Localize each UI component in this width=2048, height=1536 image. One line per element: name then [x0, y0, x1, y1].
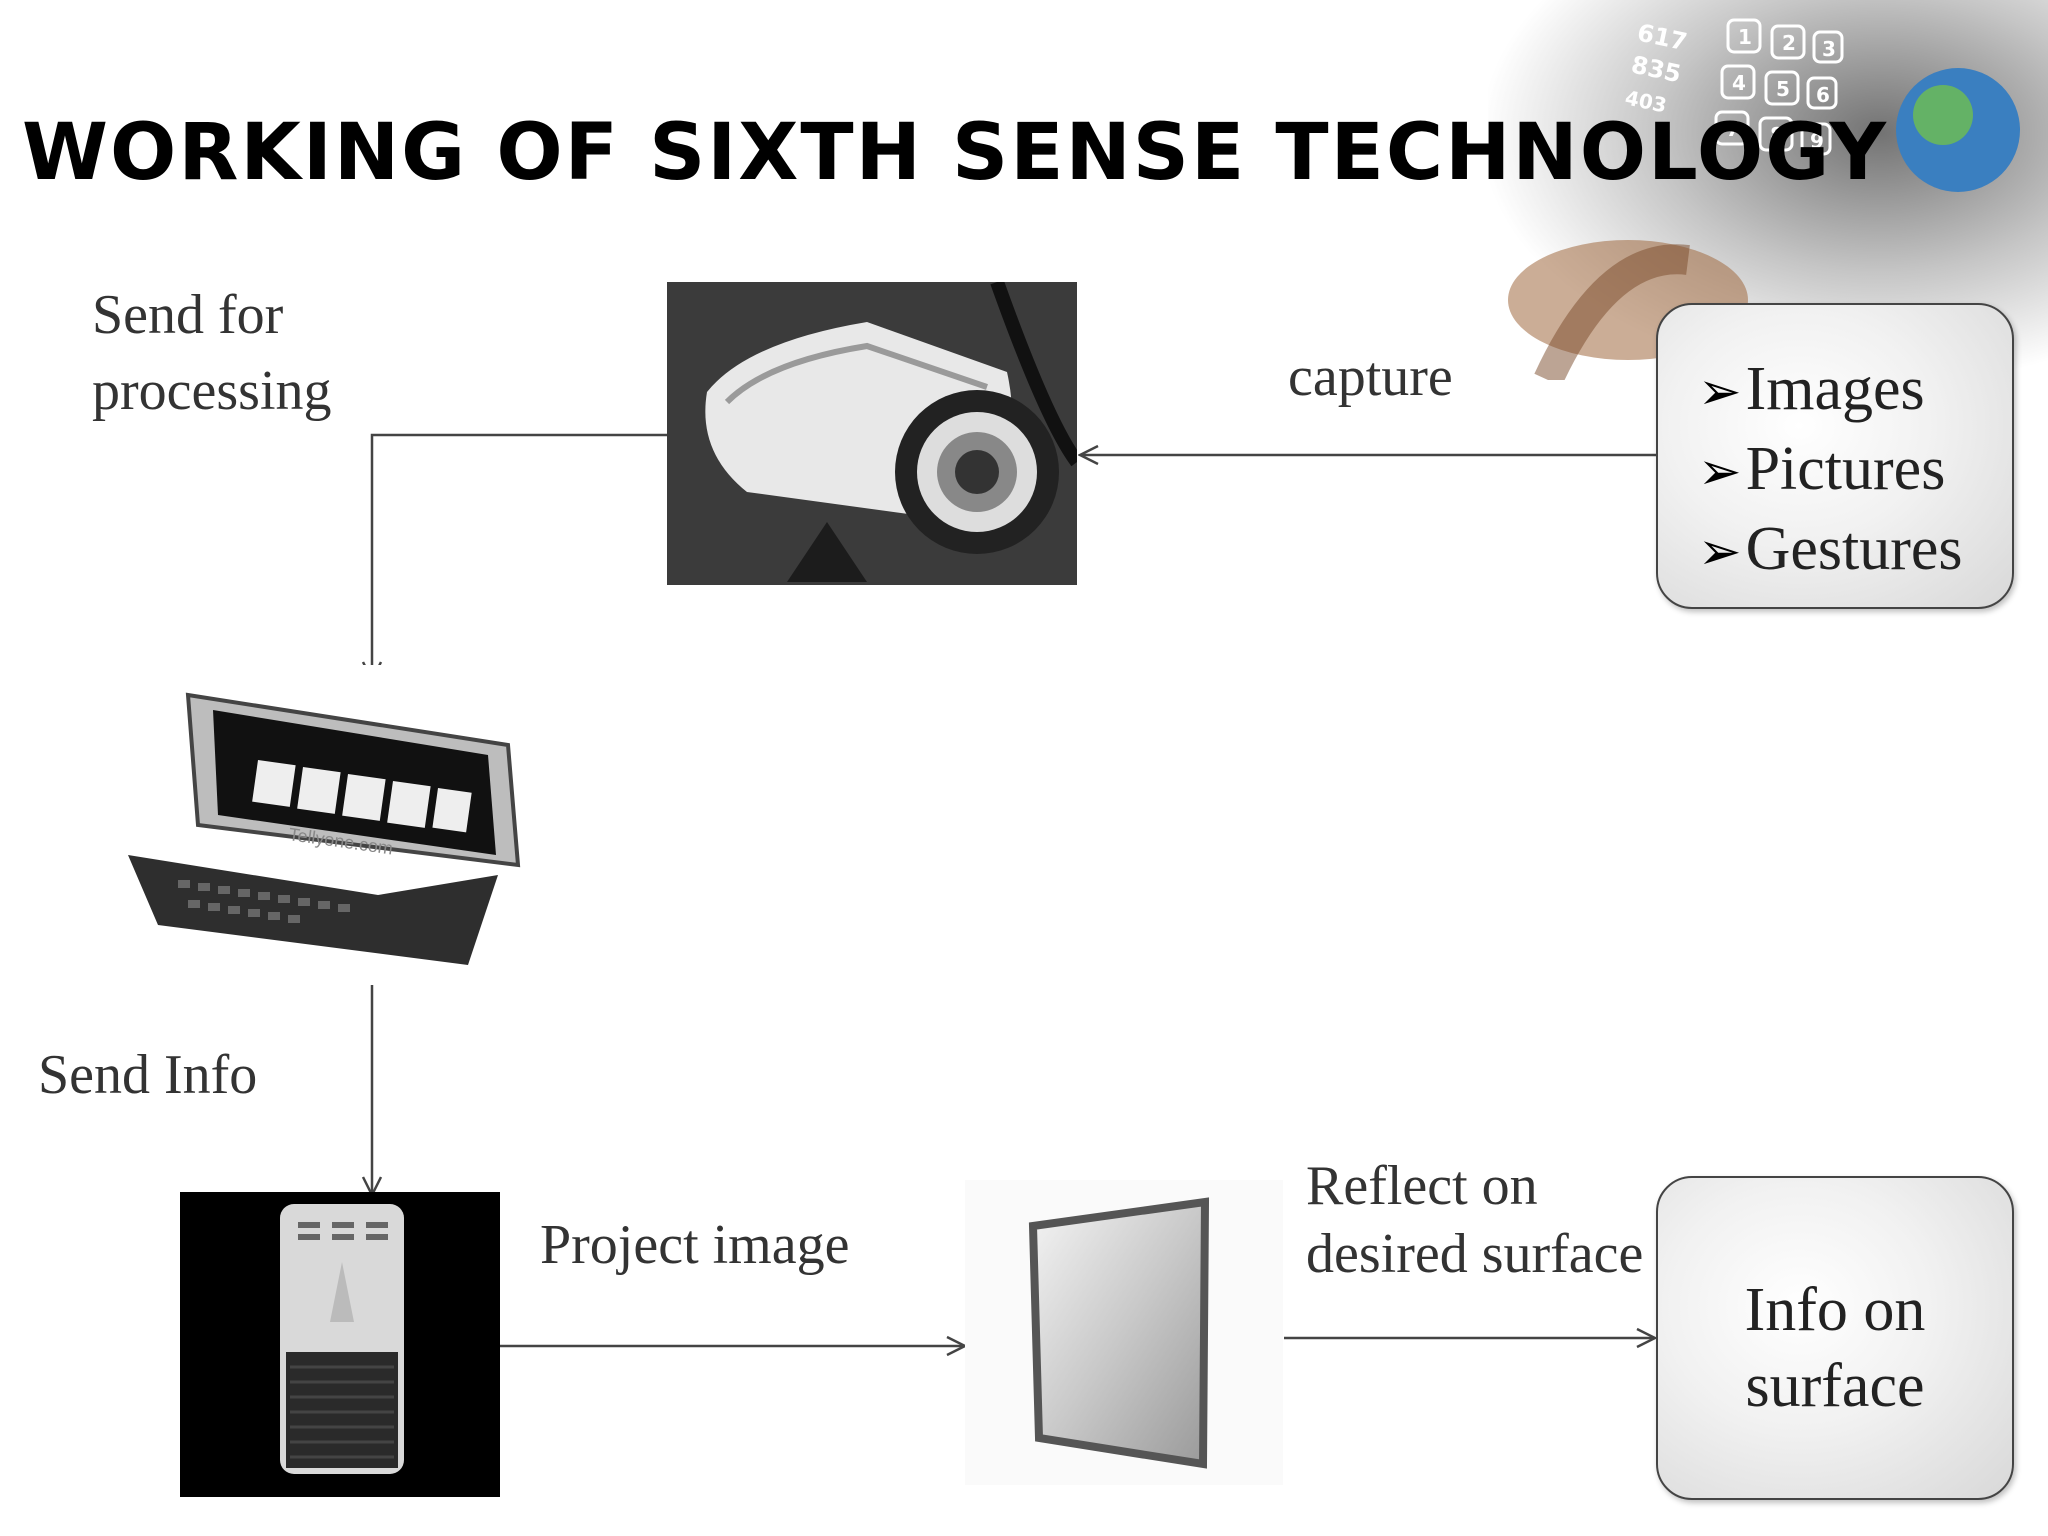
input-item-label: Pictures	[1745, 435, 1946, 503]
collage-key-4: 4	[1732, 71, 1746, 95]
input-item-label: Gestures	[1745, 515, 1963, 583]
arrow-bullet-icon: ➢	[1698, 524, 1742, 581]
collage-key-8: 8	[1770, 123, 1784, 147]
collage-key-1: 1	[1738, 25, 1752, 49]
arrow-bullet-icon: ➢	[1698, 364, 1742, 421]
camera-image	[667, 282, 1077, 585]
output-line2: surface	[1745, 1352, 1925, 1420]
arrow-bullet-icon: ➢	[1698, 444, 1742, 501]
capture-label: capture	[1288, 346, 1453, 408]
reflect-line2: desired surface	[1306, 1223, 1644, 1285]
projector-image	[180, 1192, 500, 1497]
send-for-processing-arrow	[372, 433, 667, 680]
send-for-processing-label: Send for processing	[92, 278, 332, 429]
mirror-image	[965, 1180, 1283, 1485]
send-info-label: Send Info	[38, 1044, 258, 1106]
collage-key-6: 6	[1816, 83, 1830, 107]
output-box: Info on surface	[1656, 1176, 2014, 1500]
reflect-line1: Reflect on	[1306, 1155, 1538, 1217]
collage-key-3: 3	[1822, 37, 1836, 61]
input-types-box: ➢Images ➢Pictures ➢Gestures	[1656, 303, 2014, 609]
collage-key-9: 9	[1810, 129, 1824, 153]
send-for-processing-line2: processing	[92, 359, 332, 422]
reflect-label: Reflect on desired surface	[1306, 1152, 1643, 1288]
input-item-label: Images	[1745, 355, 1925, 423]
input-item-images: ➢Images	[1698, 351, 2012, 431]
input-types-list: ➢Images ➢Pictures ➢Gestures	[1698, 351, 2012, 591]
collage-key-5: 5	[1776, 77, 1790, 101]
input-item-pictures: ➢Pictures	[1698, 431, 2012, 511]
input-item-gestures: ➢Gestures	[1698, 511, 2012, 591]
output-text: Info on surface	[1658, 1272, 2012, 1424]
send-for-processing-line1: Send for	[92, 284, 284, 346]
project-image-label: Project image	[540, 1214, 850, 1276]
slide-title: WORKING OF SIXTH SENSE TECHNOLOGY	[22, 108, 1889, 198]
collage-key-2: 2	[1782, 31, 1796, 55]
output-line1: Info on	[1744, 1276, 1926, 1344]
smartphone-image: Tellyone.com	[118, 665, 548, 985]
collage-key-7: 7	[1726, 117, 1740, 141]
